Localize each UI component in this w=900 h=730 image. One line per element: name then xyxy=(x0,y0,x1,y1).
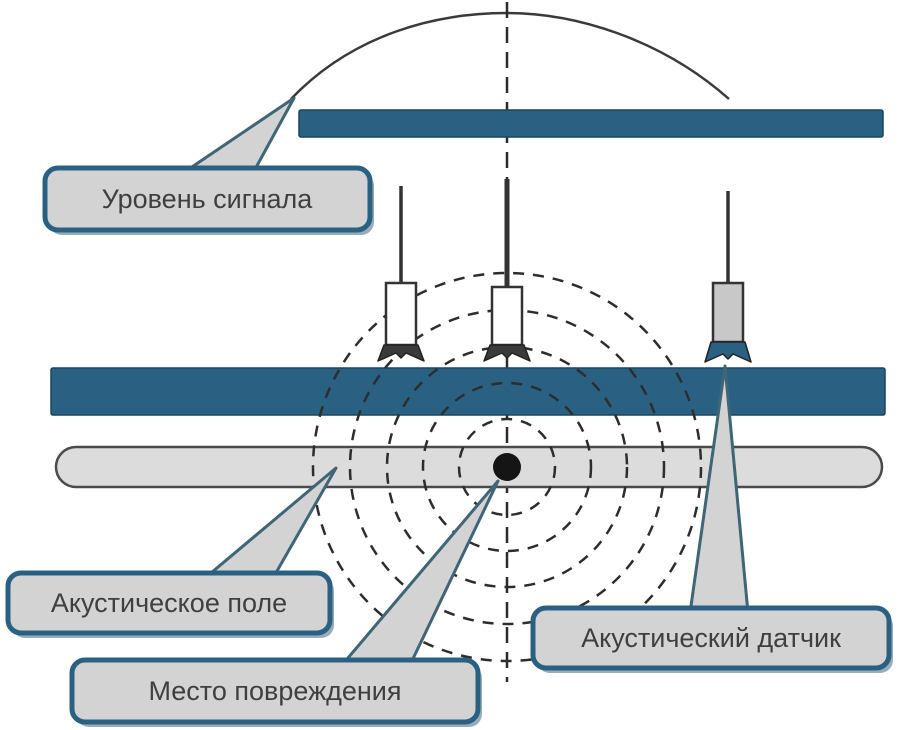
acoustic-wave-circle xyxy=(457,417,557,517)
acoustic-sensor-right xyxy=(704,191,752,363)
damage-point-dot xyxy=(493,453,521,481)
callout-label-damage-location: Место повреждения xyxy=(148,676,401,706)
acoustic-field-circles xyxy=(311,271,703,663)
callout-label-signal-level: Уровень сигнала xyxy=(102,184,314,214)
acoustic-sensor-left xyxy=(377,186,425,362)
callout-box xyxy=(5,570,333,636)
acoustic-wave-circle xyxy=(421,381,593,553)
callout-tail-icon xyxy=(340,479,500,667)
callout-tail-icon xyxy=(181,96,296,175)
signal-level-bar xyxy=(298,109,884,138)
sensor-body xyxy=(711,281,745,344)
acoustic-wave-circle xyxy=(311,271,703,663)
callout-acoustic-sensor: Акустический датчик xyxy=(530,364,893,673)
pipe xyxy=(54,445,884,489)
sensor-foot-icon xyxy=(377,344,425,362)
sensor-foot-icon xyxy=(704,341,752,363)
callout-label-acoustic-sensor: Акустический датчик xyxy=(581,623,841,653)
callout-box xyxy=(530,605,892,671)
callout-label-acoustic-field: Акустическое поле xyxy=(51,588,287,618)
callout-box xyxy=(69,657,481,725)
acoustic-wave-circle xyxy=(348,308,666,626)
sensor-body xyxy=(384,281,418,347)
signal-level-curve-icon xyxy=(290,11,730,100)
sensor-body xyxy=(490,285,524,347)
sensor-foot-icon xyxy=(483,344,531,362)
callout-box xyxy=(42,165,373,233)
callout-acoustic-field: Акустическое поле xyxy=(5,466,338,638)
callout-damage-location: Место повреждения xyxy=(69,479,500,727)
acoustic-sensor-center xyxy=(483,179,531,362)
sensor-mounting-bar xyxy=(50,367,886,416)
callout-signal-level: Уровень сигнала xyxy=(42,96,374,235)
